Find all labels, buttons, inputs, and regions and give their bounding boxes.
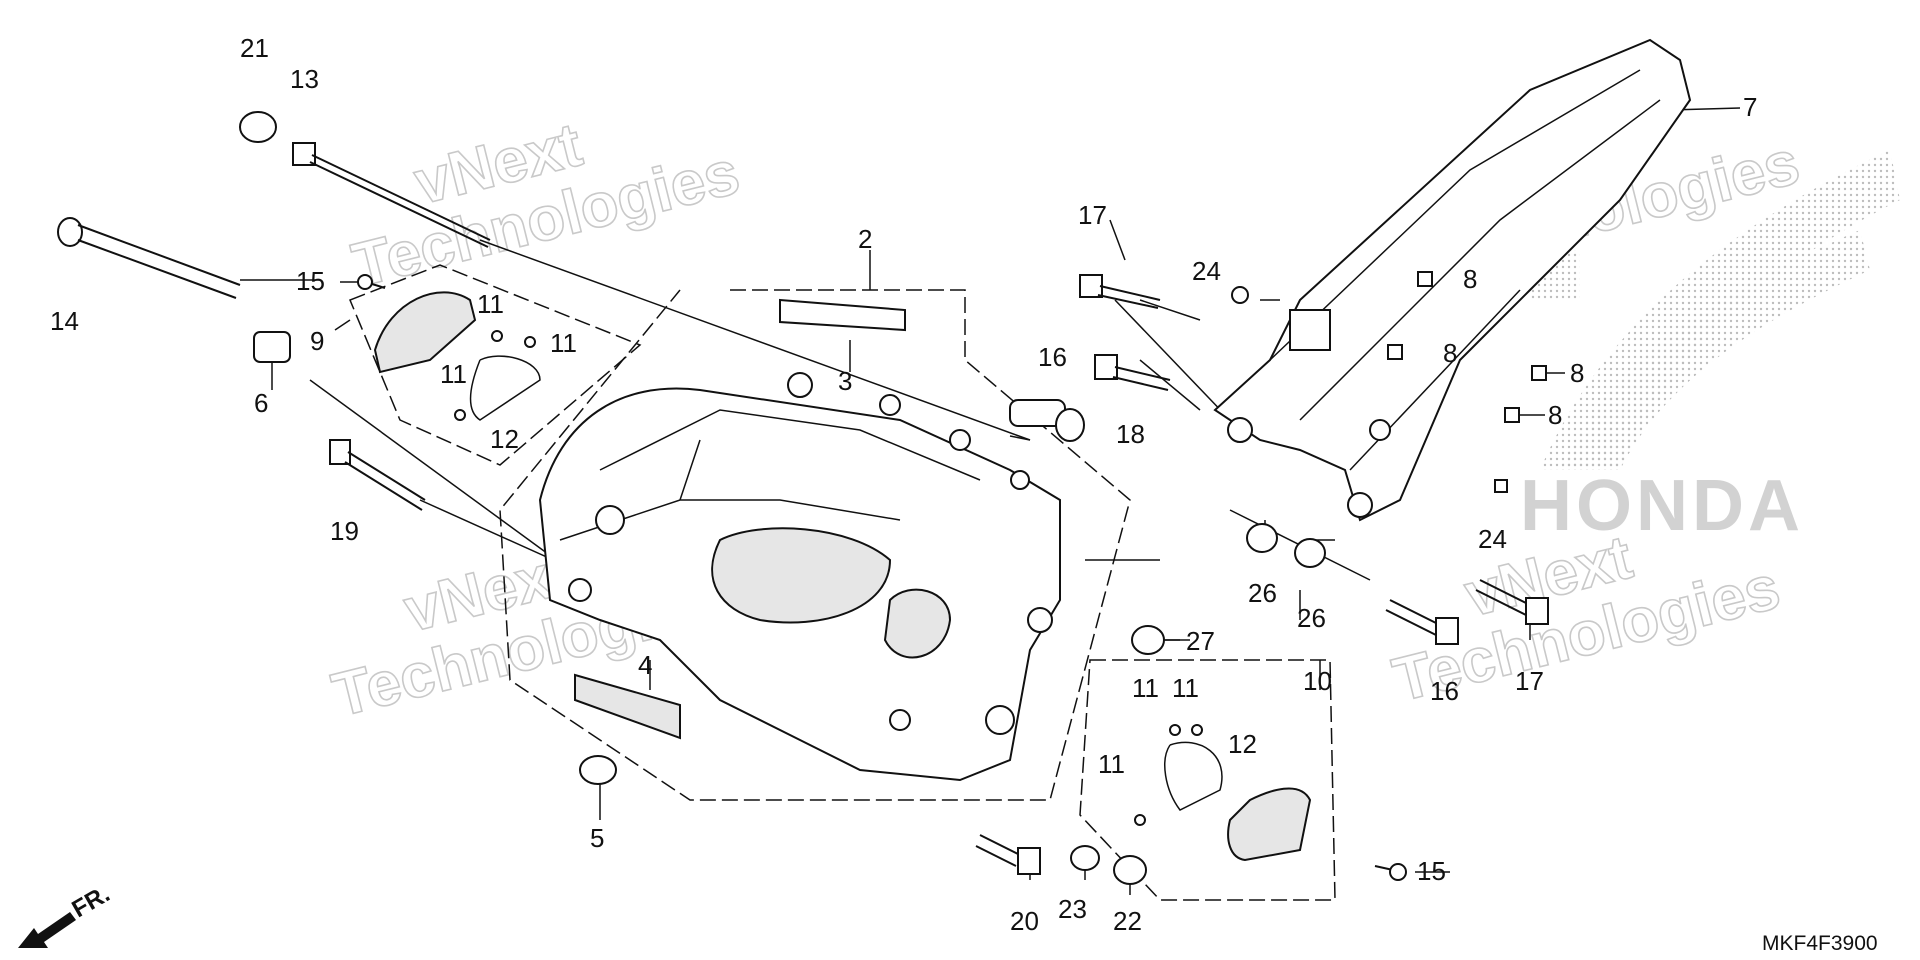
callout-24: 24 <box>1192 256 1221 286</box>
callout-labels: 2 3 4 5 6 7 8 8 8 8 9 10 11 11 11 11 11 … <box>50 33 1757 936</box>
callout-16: 16 <box>1038 342 1067 372</box>
main-frame <box>538 372 1061 782</box>
callout-19: 19 <box>330 516 359 546</box>
callout-20: 20 <box>1010 906 1039 936</box>
callout-9: 9 <box>310 326 324 356</box>
part-6-collar <box>253 331 291 363</box>
part-9-cover <box>373 291 477 374</box>
group-outline-2 <box>499 289 1131 801</box>
honda-wing-logo: HONDA <box>1520 150 1900 546</box>
callout-27: 27 <box>1186 626 1215 656</box>
callout-13: 13 <box>290 64 319 94</box>
part-22-nut <box>1113 855 1147 885</box>
part-12-clip <box>469 355 541 421</box>
part-3-trim <box>779 298 906 332</box>
diagram-code: MKF4F3900 <box>1762 932 1878 955</box>
callout-8: 8 <box>1548 400 1562 430</box>
part-14-bolt <box>57 217 241 299</box>
part-8-nut <box>1417 271 1433 287</box>
callout-17: 17 <box>1515 666 1544 696</box>
group-outline-10 <box>1079 659 1336 901</box>
callout-10: 10 <box>1303 666 1332 696</box>
part-11-nut <box>491 330 503 342</box>
callout-11: 11 <box>1132 673 1159 703</box>
callout-14: 14 <box>50 306 79 336</box>
callout-11: 11 <box>440 359 467 389</box>
group-outline-9 <box>349 264 642 466</box>
part-16-bolt <box>1385 599 1459 645</box>
part-13-bolt <box>292 142 491 248</box>
callout-21: 21 <box>240 33 269 63</box>
callout-22: 22 <box>1113 906 1142 936</box>
sub-frame <box>1213 38 1692 522</box>
callout-4: 4 <box>638 650 652 680</box>
callout-3: 3 <box>838 366 852 396</box>
callout-23: 23 <box>1058 894 1087 924</box>
part-11-nut <box>524 336 536 348</box>
part-15-screw <box>357 274 386 290</box>
callout-11: 11 <box>550 328 577 358</box>
part-8-nut <box>1531 365 1547 381</box>
part-8-nut <box>1504 407 1520 423</box>
callout-8: 8 <box>1570 358 1584 388</box>
part-20-bolt <box>975 834 1041 875</box>
callout-26: 26 <box>1248 578 1277 608</box>
part-24-plug <box>1231 286 1249 304</box>
callout-15: 15 <box>1417 856 1446 886</box>
part-8-nut <box>1387 344 1403 360</box>
callout-26: 26 <box>1297 603 1326 633</box>
watermark-top-left: vNext Technologies <box>345 109 747 301</box>
callout-6: 6 <box>254 388 268 418</box>
callout-5: 5 <box>590 823 604 853</box>
part-24-plug <box>1494 479 1508 493</box>
callout-16: 16 <box>1430 676 1459 706</box>
part-18-spring <box>1009 399 1085 442</box>
callout-11: 11 <box>1172 673 1199 703</box>
part-15-screw <box>1374 863 1407 881</box>
part-11-nut <box>1134 814 1146 826</box>
part-12-clip <box>1164 741 1223 811</box>
callout-8: 8 <box>1463 264 1477 294</box>
part-17-bolt <box>1475 579 1549 625</box>
part-26-nut <box>1294 538 1326 568</box>
callout-2: 2 <box>858 224 872 254</box>
front-direction-arrow: FR. <box>18 880 114 948</box>
part-11-nut <box>1191 724 1203 736</box>
callout-11: 11 <box>1098 749 1125 779</box>
part-10-cover <box>1227 787 1312 862</box>
direction-label: FR. <box>68 880 115 923</box>
part-11-nut <box>454 409 466 421</box>
callout-15: 15 <box>296 266 325 296</box>
honda-wordmark: HONDA <box>1520 466 1804 546</box>
callout-12: 12 <box>1228 729 1257 759</box>
callout-8: 8 <box>1443 338 1457 368</box>
part-11-nut <box>1169 724 1181 736</box>
callout-7: 7 <box>1743 92 1757 122</box>
part-5-collar <box>579 755 617 785</box>
callout-11: 11 <box>477 289 504 319</box>
part-26-nut <box>1246 523 1278 553</box>
part-27-nut <box>1131 625 1165 655</box>
callout-18: 18 <box>1116 419 1145 449</box>
part-19-bolt <box>329 439 426 511</box>
part-21-nut <box>239 111 277 143</box>
part-23-washer <box>1070 845 1100 871</box>
part-4-trim <box>574 673 681 740</box>
part-16-bolt <box>1094 354 1171 391</box>
callout-17: 17 <box>1078 200 1107 230</box>
callout-12: 12 <box>490 424 519 454</box>
callout-24: 24 <box>1478 524 1507 554</box>
part-17-bolt <box>1079 274 1161 309</box>
